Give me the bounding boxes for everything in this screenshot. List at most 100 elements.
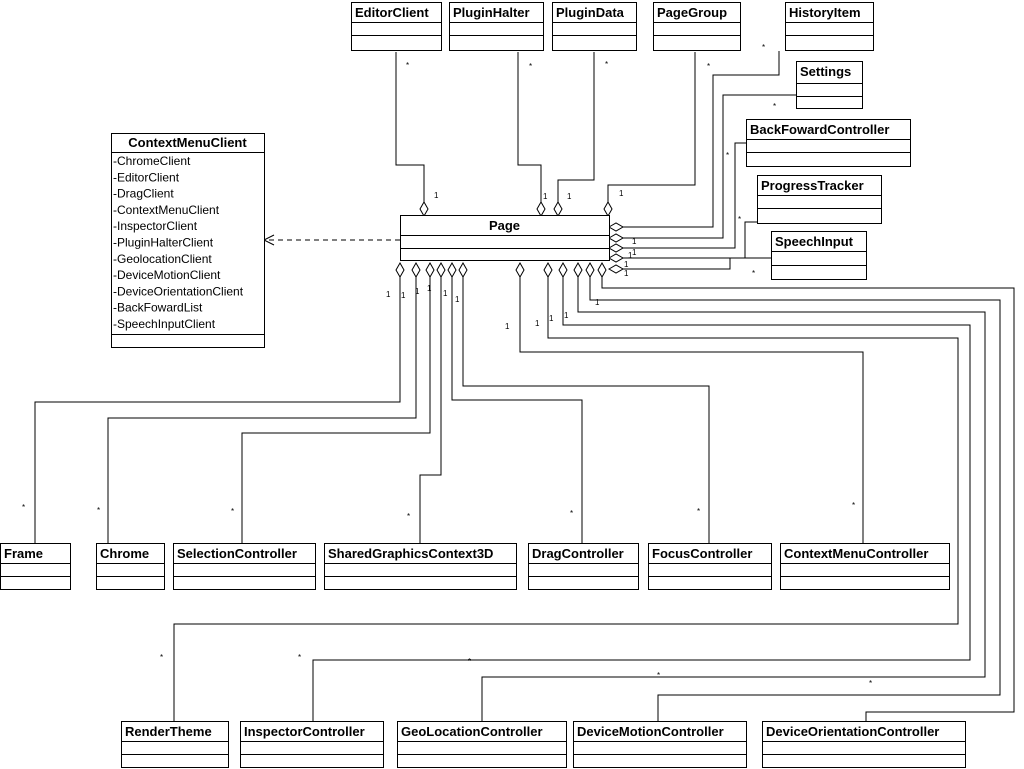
association-line bbox=[419, 277, 442, 543]
multiplicity-many-label: * bbox=[738, 215, 741, 224]
context-menu-client-attribute: -SpeechInputClient bbox=[113, 317, 216, 331]
association-line bbox=[34, 277, 401, 543]
aggregation-diamond-icon bbox=[607, 243, 625, 253]
aggregation-diamond-icon bbox=[603, 200, 613, 218]
context-menu-client-attribute: -DeviceOrientationClient bbox=[113, 284, 244, 298]
page-group-class: PageGroup bbox=[653, 2, 741, 51]
association-line bbox=[519, 277, 864, 543]
geo-location-controller-name: GeoLocationController bbox=[401, 724, 543, 739]
selection-controller-class: SelectionController bbox=[173, 543, 316, 590]
context-menu-client-attribute: -InspectorClient bbox=[113, 219, 198, 233]
context-menu-client-attribute: -ChromeClient bbox=[113, 154, 191, 168]
association-line bbox=[601, 277, 1015, 721]
multiplicity-many-label: * bbox=[231, 507, 234, 516]
multiplicity-many-label: * bbox=[605, 60, 608, 69]
multiplicity-many-label: * bbox=[406, 61, 409, 70]
context-menu-client-attribute: -DeviceMotionClient bbox=[113, 268, 221, 282]
back-foward-controller-class: BackFowardController bbox=[746, 119, 911, 167]
multiplicity-one-label: 1 bbox=[624, 269, 629, 278]
chrome-name: Chrome bbox=[100, 546, 149, 561]
multiplicity-many-label: * bbox=[657, 671, 660, 680]
aggregation-diamond-icon bbox=[411, 261, 421, 279]
context-menu-client-attribute: -GeolocationClient bbox=[113, 252, 212, 266]
multiplicity-one-label: 1 bbox=[628, 251, 633, 260]
multiplicity-many-label: * bbox=[22, 503, 25, 512]
aggregation-diamond-icon bbox=[419, 200, 429, 218]
multiplicity-one-label: 1 bbox=[505, 322, 510, 331]
association-line bbox=[462, 277, 710, 543]
association-line bbox=[481, 277, 986, 721]
multiplicity-many-label: * bbox=[529, 62, 532, 71]
plugin-halter-name: PluginHalter bbox=[453, 5, 530, 20]
page-class: Page bbox=[400, 215, 610, 261]
class-boxes: EditorClient PluginHalter PluginData PageGr… bbox=[0, 2, 966, 768]
multiplicity-many-label: * bbox=[869, 679, 872, 688]
multiplicity-many-label: * bbox=[298, 653, 301, 662]
association-line bbox=[618, 257, 771, 270]
aggregation-diamond-icon bbox=[543, 261, 553, 279]
association-line bbox=[107, 277, 417, 543]
context-menu-client-attribute: -PluginHalterClient bbox=[113, 236, 214, 250]
multiplicity-one-label: 1 bbox=[564, 311, 569, 320]
editor-client-name: EditorClient bbox=[355, 5, 429, 20]
device-motion-controller-name: DeviceMotionController bbox=[577, 724, 724, 739]
history-item-name: HistoryItem bbox=[789, 5, 861, 20]
aggregation-diamond-icon bbox=[553, 200, 563, 218]
plugin-data-class: PluginData bbox=[552, 2, 637, 51]
settings-class: Settings bbox=[796, 61, 863, 109]
multiplicity-many-label: * bbox=[160, 653, 163, 662]
selection-controller-name: SelectionController bbox=[177, 546, 297, 561]
aggregation-diamond-icon bbox=[458, 261, 468, 279]
multiplicity-many-label: * bbox=[726, 151, 729, 160]
multiplicity-one-label: 1 bbox=[624, 260, 629, 269]
render-theme-class: RenderTheme bbox=[121, 721, 229, 768]
multiplicity-one-label: 1 bbox=[632, 248, 637, 257]
multiplicity-many-label: * bbox=[468, 657, 471, 666]
association-lines bbox=[34, 51, 1015, 721]
settings-name: Settings bbox=[800, 64, 851, 79]
aggregation-diamond-icon bbox=[515, 261, 525, 279]
speech-input-class: SpeechInput bbox=[771, 231, 867, 280]
shared-graphics-context-3d-name: SharedGraphicsContext3D bbox=[328, 546, 493, 561]
inspector-controller-class: InspectorController bbox=[240, 721, 384, 768]
context-menu-client-class: ContextMenuClient-ChromeClient-EditorCli… bbox=[111, 133, 265, 348]
multiplicity-many-label: * bbox=[773, 102, 776, 111]
focus-controller-name: FocusController bbox=[652, 546, 752, 561]
multiplicity-one-label: 1 bbox=[415, 287, 420, 296]
editor-client-class: EditorClient bbox=[351, 2, 442, 51]
frame-class: Frame bbox=[0, 543, 71, 590]
association-line bbox=[618, 94, 796, 239]
inspector-controller-name: InspectorController bbox=[244, 724, 365, 739]
multiplicity-many-label: * bbox=[762, 43, 765, 52]
association-line bbox=[618, 142, 746, 249]
page-group-name: PageGroup bbox=[657, 5, 727, 20]
device-orientation-controller-class: DeviceOrientationController bbox=[762, 721, 966, 768]
aggregation-diamond-icon bbox=[536, 200, 546, 218]
context-menu-client-attribute: -ContextMenuClient bbox=[113, 203, 220, 217]
geo-location-controller-class: GeoLocationController bbox=[397, 721, 567, 768]
multiplicity-many-label: * bbox=[407, 512, 410, 521]
page-name: Page bbox=[489, 218, 520, 233]
association-line bbox=[241, 277, 431, 543]
aggregation-diamond-icon bbox=[607, 253, 625, 263]
multiplicity-one-label: 1 bbox=[427, 284, 432, 293]
multiplicity-many-label: * bbox=[852, 501, 855, 510]
context-menu-client-attribute: -DragClient bbox=[113, 187, 174, 201]
context-menu-client-name: ContextMenuClient bbox=[128, 135, 247, 150]
multiplicity-one-label: 1 bbox=[386, 290, 391, 299]
back-foward-controller-name: BackFowardController bbox=[750, 122, 889, 137]
multiplicity-many-label: * bbox=[97, 506, 100, 515]
association-line bbox=[517, 52, 542, 203]
association-line bbox=[607, 52, 696, 203]
history-item-class: HistoryItem bbox=[785, 2, 874, 51]
device-motion-controller-class: DeviceMotionController bbox=[573, 721, 747, 768]
drag-controller-name: DragController bbox=[532, 546, 624, 561]
aggregation-diamond-icon bbox=[395, 261, 405, 279]
aggregation-diamond-icon bbox=[573, 261, 583, 279]
drag-controller-class: DragController bbox=[528, 543, 639, 590]
multiplicity-one-label: 1 bbox=[549, 314, 554, 323]
progress-tracker-class: ProgressTracker bbox=[757, 175, 882, 224]
context-menu-client-attribute: -BackFowardList bbox=[113, 301, 203, 315]
